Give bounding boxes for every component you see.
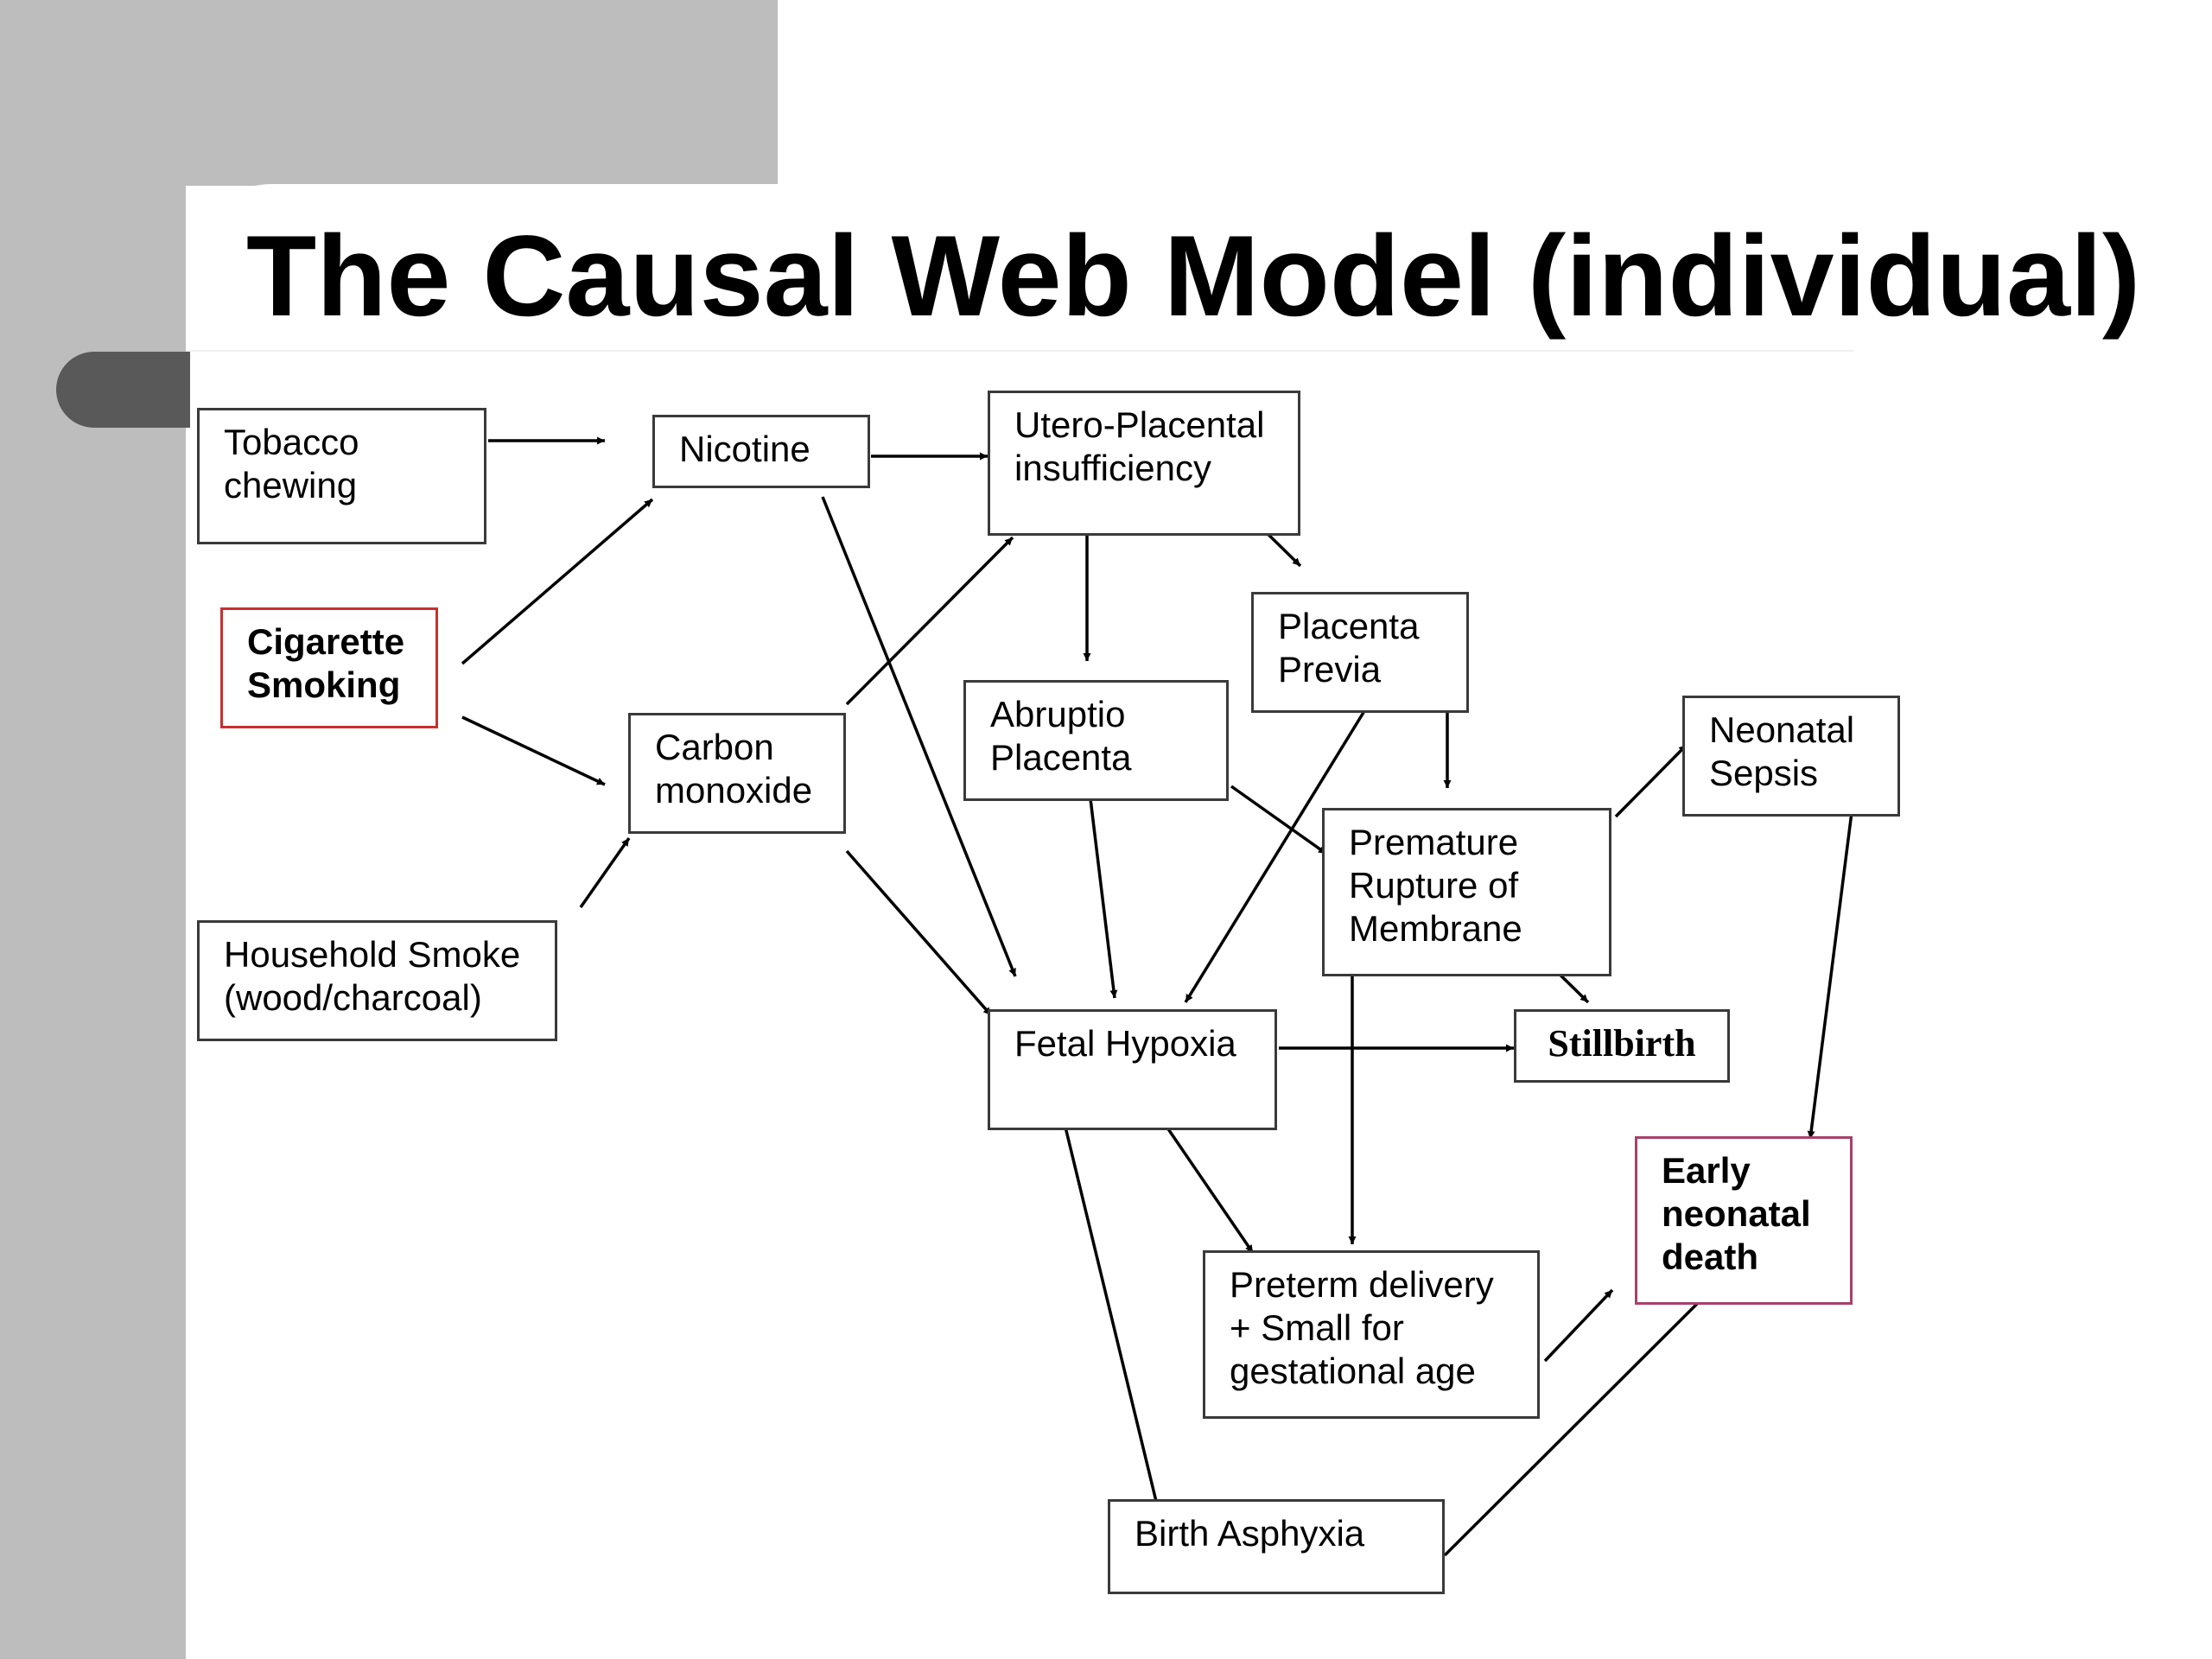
arrow-preterm-to-early-death xyxy=(1543,1288,1614,1363)
arrow-abruptio-to-fetal xyxy=(1087,784,1118,999)
node-fetal-hypoxia: Fetal Hypoxia xyxy=(988,1009,1277,1130)
arrow-carbon-to-fetal xyxy=(845,849,993,1017)
node-tobacco-chewing: Tobacco chewing xyxy=(197,408,486,544)
slide-tab xyxy=(56,352,190,428)
node-household-smoke: Household Smoke (wood/charcoal) xyxy=(197,920,557,1041)
title-divider xyxy=(186,350,1853,352)
arrow-previa-to-fetal xyxy=(1184,695,1376,1003)
node-nicotine: Nicotine xyxy=(652,415,870,488)
node-birth-asphyxia: Birth Asphyxia xyxy=(1108,1499,1445,1594)
arrow-nicotine-to-fetal xyxy=(821,496,1017,977)
node-stillbirth: Stillbirth xyxy=(1514,1009,1730,1083)
node-placenta-previa: Placenta Previa xyxy=(1251,592,1469,713)
node-utero-placental-insufficiency: Utero-Placental insufficiency xyxy=(988,391,1300,536)
slide-title: The Causal Web Model (individual) xyxy=(246,213,2141,340)
arrow-fetal-to-preterm xyxy=(1158,1116,1255,1254)
node-preterm-delivery: Preterm delivery + Small for gestational… xyxy=(1203,1250,1540,1419)
arrow-cigarette-to-carbon xyxy=(461,715,606,786)
node-early-neonatal-death: Early neonatal death xyxy=(1635,1136,1853,1305)
node-carbon-monoxide: Carbon monoxide xyxy=(628,713,846,834)
node-cigarette-smoking: Cigarette Smoking xyxy=(220,607,438,728)
arrow-cigarette-to-nicotine xyxy=(461,498,654,665)
background-panel-left xyxy=(0,0,186,1659)
arrow-asphyxia-to-early-death xyxy=(1443,1290,1711,1557)
arrow-household-to-carbon xyxy=(579,836,631,909)
arrow-sepsis-to-early-death xyxy=(1807,811,1853,1140)
arrow-carbon-to-utero xyxy=(845,536,1014,706)
node-abruptio-placenta: Abruptio Placenta xyxy=(963,680,1229,801)
arrow-fetal-to-asphyxia xyxy=(1061,1116,1163,1520)
node-neonatal-sepsis: Neonatal Sepsis xyxy=(1682,696,1900,817)
node-premature-rupture-of-membrane: Premature Rupture of Membrane xyxy=(1322,808,1611,976)
arrow-abruptio-to-premature xyxy=(1230,785,1328,855)
arrow-premature-to-sepsis xyxy=(1614,743,1688,818)
